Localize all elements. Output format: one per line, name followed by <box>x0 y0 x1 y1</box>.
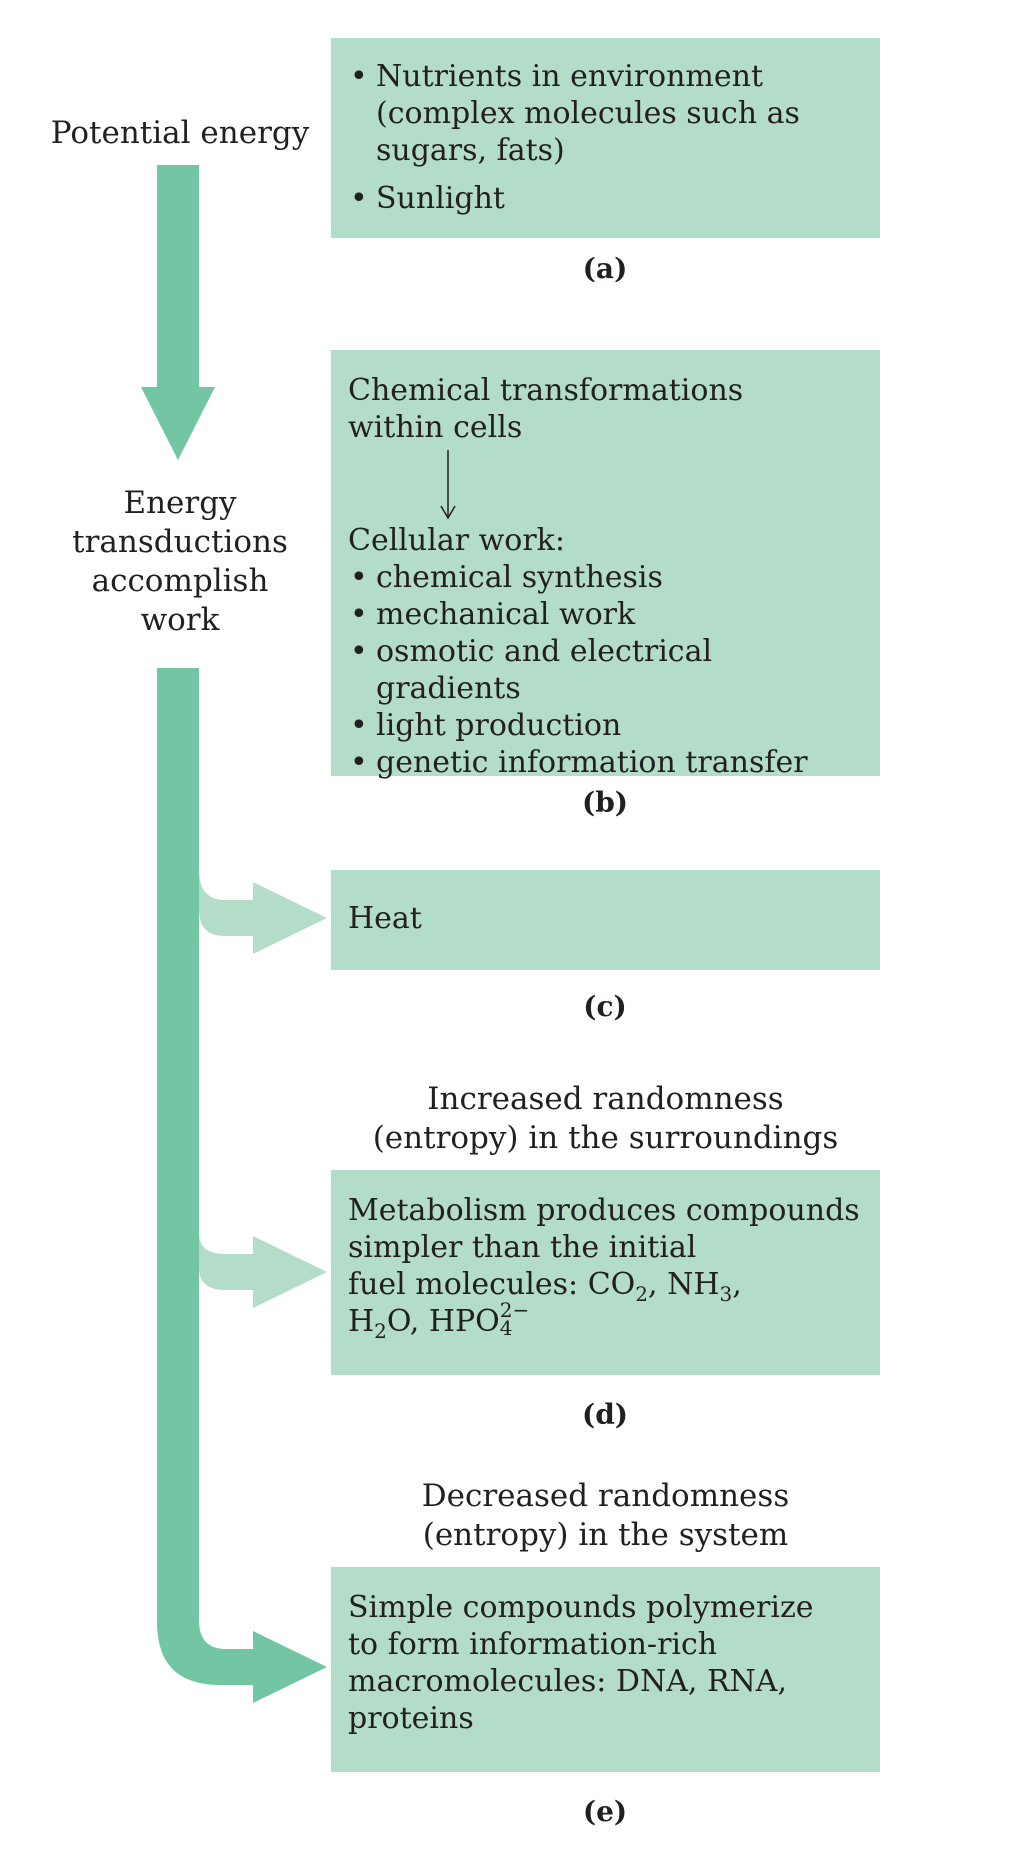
bullet-icon: • <box>350 634 368 669</box>
co2-formula: CO2 <box>587 1267 648 1306</box>
nutrients-item: • Nutrients in environment (complex mole… <box>348 58 864 169</box>
h2o-formula: H2O, <box>348 1304 429 1343</box>
cellular-work-item-text: chemical synthesis <box>376 560 663 595</box>
bullet-icon: • <box>350 560 368 595</box>
cellular-work-item-text: osmotic and electrical gradients <box>376 634 713 706</box>
metabolism-line: Metabolism produces compounds <box>348 1193 860 1228</box>
chemical-transformations-line: Chemical transformations <box>348 373 744 408</box>
energy-transductions-line: accomplish <box>91 563 269 599</box>
cellular-work-item: •mechanical work <box>348 596 864 633</box>
caption-line: (entropy) in the surroundings <box>372 1120 839 1156</box>
panel-d-label: (d) <box>581 1398 629 1431</box>
bullet-icon: • <box>350 708 368 743</box>
cellular-work-item-text: mechanical work <box>376 597 636 632</box>
heat-text: Heat <box>348 901 422 936</box>
metabolism-branch-arrow <box>199 1233 327 1308</box>
heat-branch-arrow <box>199 870 327 954</box>
panel-e-label: (e) <box>582 1795 628 1828</box>
polymerize-line: proteins <box>348 1701 474 1736</box>
decreased-randomness-caption: Decreased randomness (entropy) in the sy… <box>331 1477 880 1555</box>
energy-transductions-line: transductions <box>72 524 288 560</box>
transformation-arrow-icon <box>348 446 864 522</box>
nutrients-line: Nutrients in environment <box>376 59 763 94</box>
cellular-work-item: •osmotic and electrical gradients <box>348 633 864 707</box>
fuel-molecules-line: fuel molecules: CO2, NH3, <box>348 1267 742 1306</box>
cellular-work-item: •light production <box>348 707 864 744</box>
cellular-work-item: •genetic information transfer <box>348 744 864 781</box>
fuel-prefix: fuel molecules: <box>348 1267 588 1302</box>
sunlight-item: • Sunlight <box>348 180 864 217</box>
energy-transductions-label: Energy transductions accomplish work <box>60 484 300 640</box>
polymerize-line: Simple compounds polymerize <box>348 1590 814 1625</box>
panel-e-box: Simple compounds polymerize to form info… <box>331 1567 880 1772</box>
increased-randomness-caption: Increased randomness (entropy) in the su… <box>331 1080 880 1158</box>
cellular-work-item-text: light production <box>376 708 622 743</box>
potential-energy-label: Potential energy <box>50 115 310 151</box>
cellular-work-item-text: genetic information transfer <box>376 745 808 780</box>
bullet-icon: • <box>350 59 368 94</box>
panel-d-box: Metabolism produces compounds simpler th… <box>331 1170 880 1375</box>
panel-a-box: • Nutrients in environment (complex mole… <box>331 38 880 238</box>
work-flow-main-arrow <box>157 668 327 1703</box>
cellular-work-title: Cellular work: <box>348 523 565 558</box>
panel-a-label: (a) <box>582 252 628 285</box>
caption-line: Increased randomness <box>427 1081 784 1117</box>
bullet-icon: • <box>350 181 368 216</box>
bullet-icon: • <box>350 745 368 780</box>
energy-transductions-line: Energy <box>123 485 237 521</box>
panel-b-label: (b) <box>581 786 629 819</box>
bullet-icon: • <box>350 597 368 632</box>
panel-b-box: Chemical transformations within cells Ce… <box>331 350 880 780</box>
cellular-work-item: •chemical synthesis <box>348 559 864 596</box>
potential-energy-down-arrow <box>141 165 215 460</box>
chemical-transformations-line: within cells <box>348 410 523 445</box>
caption-line: (entropy) in the system <box>422 1517 789 1553</box>
energy-transductions-line: work <box>140 602 220 638</box>
caption-line: Decreased randomness <box>421 1478 790 1514</box>
polymerize-line: to form information-rich <box>348 1627 718 1662</box>
nh3-formula: NH3 <box>667 1267 733 1306</box>
nutrients-line: sugars, fats) <box>376 133 565 168</box>
sunlight-line: Sunlight <box>376 181 505 216</box>
panel-c-box: Heat <box>331 870 880 970</box>
polymerize-line: macromolecules: DNA, RNA, <box>348 1664 787 1699</box>
metabolism-line: simpler than the initial <box>348 1230 697 1265</box>
panel-c-label: (c) <box>583 990 627 1023</box>
nutrients-line: (complex molecules such as <box>376 96 800 131</box>
